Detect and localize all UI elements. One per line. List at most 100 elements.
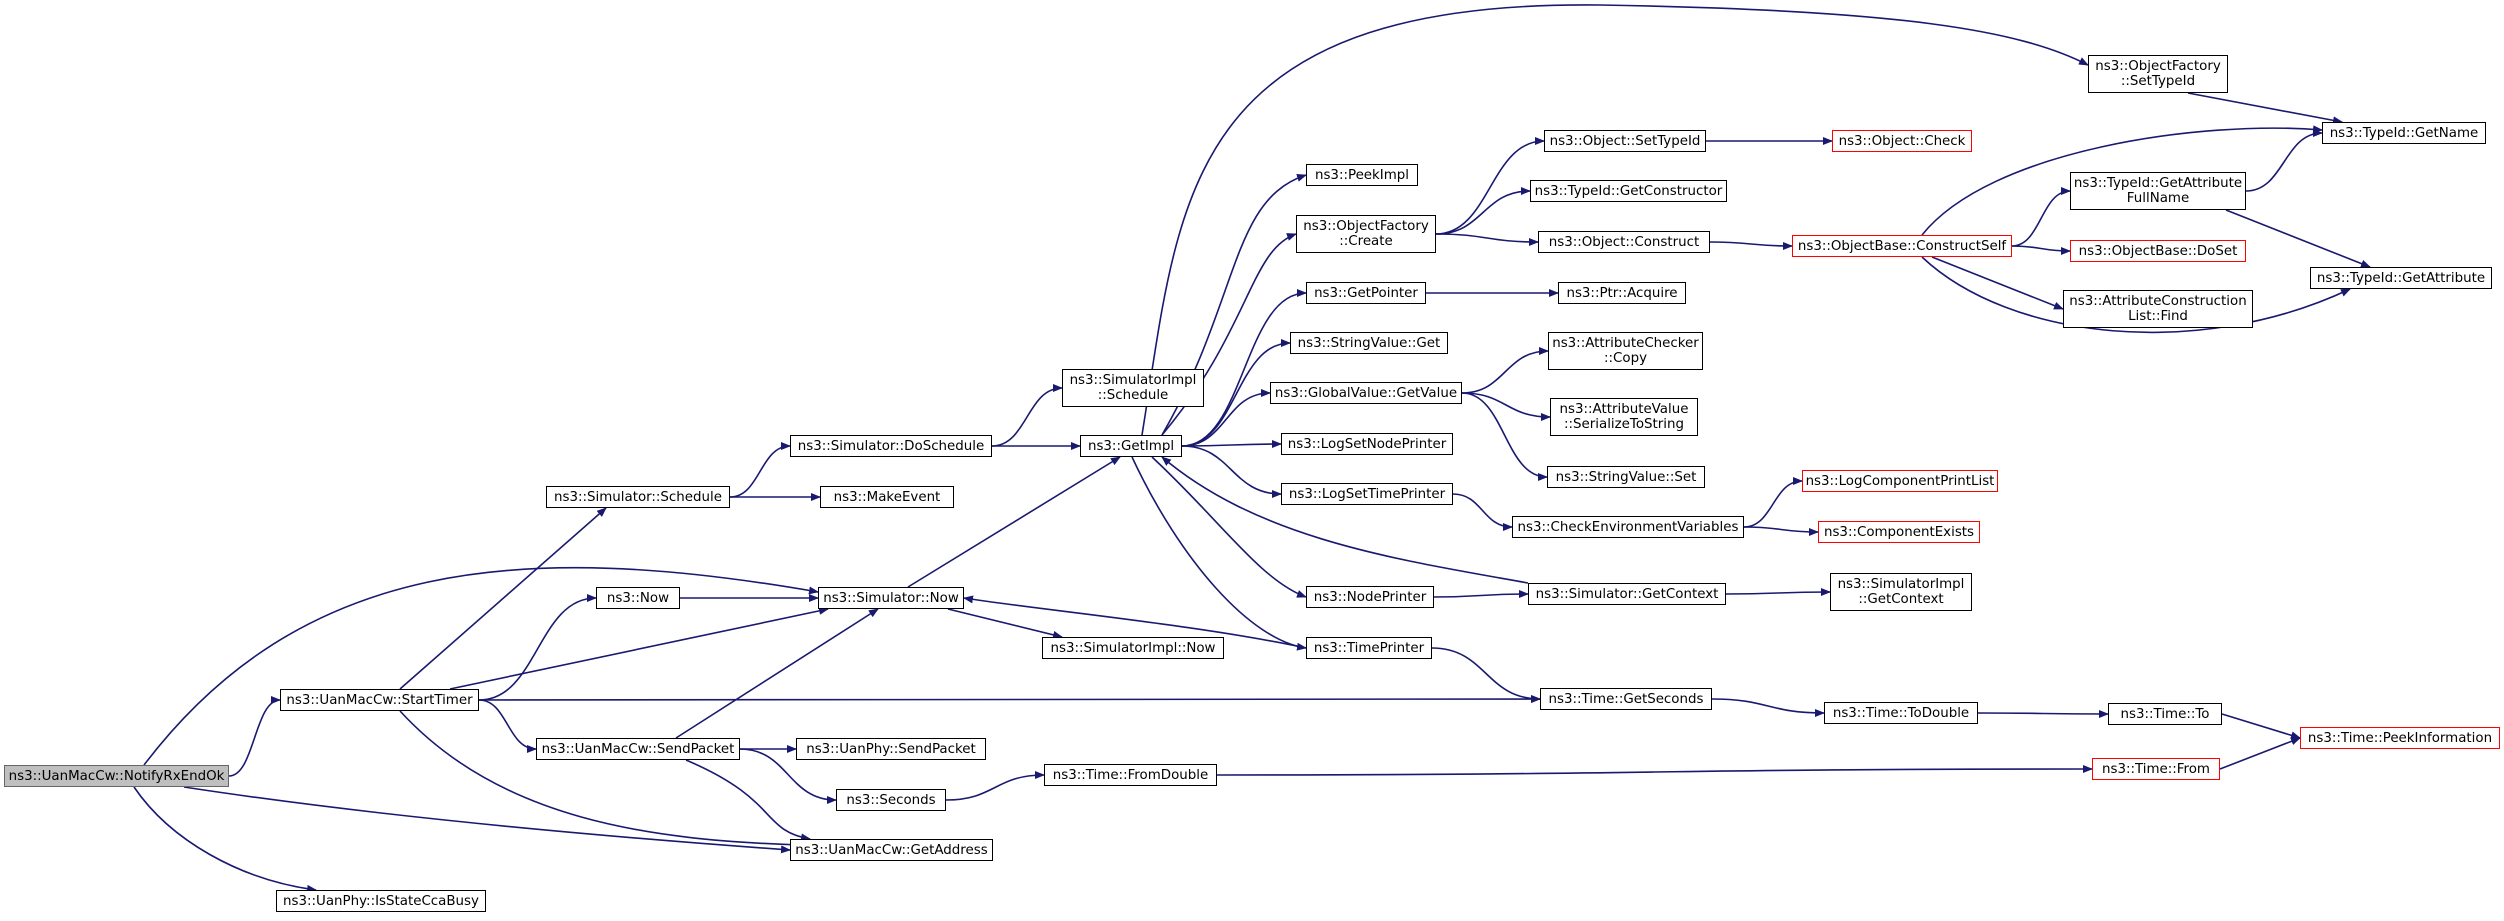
edge-ofcreate-to-tiget-constructor (1435, 187, 1531, 235)
edge-start-timer-to-send-packet (478, 699, 537, 753)
node-get-pointer[interactable]: ns3::GetPointer (1306, 282, 1426, 304)
node-get-impl[interactable]: ns3::GetImpl (1080, 435, 1182, 457)
node-label: ::Create (1339, 234, 1393, 249)
edge-sim-do-schedule-to-sim-impl-schedule (991, 384, 1063, 447)
node-label: ns3::UanMacCw::SendPacket (541, 741, 735, 757)
node-log-set-time-printer[interactable]: ns3::LogSetTimePrinter (1281, 483, 1453, 505)
node-from-double[interactable]: ns3::Time::FromDouble (1044, 764, 1217, 786)
node-label: ns3::Simulator::GetContext (1535, 586, 1719, 602)
node-obj-set-type-id[interactable]: ns3::Object::SetTypeId (1544, 130, 1706, 152)
node-seconds[interactable]: ns3::Seconds (836, 789, 946, 811)
node-avserialize[interactable]: ns3::AttributeValue::SerializeToString (1550, 398, 1698, 436)
node-label: ns3::ObjectBase::ConstructSelf (1797, 238, 2007, 254)
edge-send-packet-to-get-address (685, 759, 811, 842)
node-label: ns3::SimulatorImpl (1069, 373, 1197, 388)
edge-time-printer-to-sim-now (963, 595, 1307, 649)
node-label: ns3::Simulator::Now (823, 590, 959, 606)
node-string-value-set[interactable]: ns3::StringValue::Set (1547, 466, 1705, 488)
node-component-exists[interactable]: ns3::ComponentExists (1818, 521, 1980, 543)
node-accopy[interactable]: ns3::AttributeChecker::Copy (1548, 332, 1703, 370)
node-time-peek-info[interactable]: ns3::Time::PeekInformation (2300, 727, 2500, 749)
node-string-value-get[interactable]: ns3::StringValue::Get (1290, 332, 1448, 354)
node-get-address[interactable]: ns3::UanMacCw::GetAddress (790, 839, 993, 861)
node-make-event[interactable]: ns3::MakeEvent (820, 486, 954, 508)
node-node-printer[interactable]: ns3::NodePrinter (1306, 586, 1434, 608)
node-start-timer[interactable]: ns3::UanMacCw::StartTimer (280, 689, 479, 711)
node-label: ns3::AttributeValue (1559, 402, 1689, 417)
node-check-env-vars[interactable]: ns3::CheckEnvironmentVariables (1512, 516, 1744, 538)
node-log-set-node-printer[interactable]: ns3::LogSetNodePrinter (1281, 433, 1453, 455)
edge-sim-now-to-get-impl (907, 456, 1121, 588)
node-time-from[interactable]: ns3::Time::From (2092, 758, 2220, 780)
node-label: ::Copy (1604, 351, 1647, 366)
node-sim-impl-now[interactable]: ns3::SimulatorImpl::Now (1042, 637, 1224, 659)
edge-start-timer-to-get-address (399, 710, 801, 849)
edge-tiget-attr-full-name-to-tiget-attribute (2225, 209, 2371, 268)
node-sim-impl-schedule[interactable]: ns3::SimulatorImpl::Schedule (1062, 369, 1204, 407)
node-label: ns3::TypeId::GetConstructor (1534, 183, 1723, 199)
node-obj-check[interactable]: ns3::Object::Check (1832, 130, 1972, 152)
edge-sim-now-to-sim-impl-now (947, 608, 1063, 639)
edge-start-timer-to-ns3-now (478, 594, 597, 701)
node-obconstruct-self[interactable]: ns3::ObjectBase::ConstructSelf (1792, 235, 2012, 257)
node-label: ns3::GetImpl (1087, 438, 1175, 454)
node-sim-impl-get-context[interactable]: ns3::SimulatorImpl::GetContext (1830, 573, 1972, 611)
node-label: ns3::Simulator::DoSchedule (797, 438, 985, 454)
node-ofset-type-id[interactable]: ns3::ObjectFactory::SetTypeId (2088, 55, 2228, 93)
call-edges (133, 4, 2371, 893)
edge-ofset-type-id-to-tiget-name (2187, 92, 2343, 125)
node-tiget-attribute[interactable]: ns3::TypeId::GetAttribute (2310, 267, 2492, 289)
node-time-to[interactable]: ns3::Time::To (2108, 703, 2222, 725)
edge-get-impl-to-log-set-time-printer (1181, 445, 1282, 498)
node-time-to-double[interactable]: ns3::Time::ToDouble (1824, 702, 1978, 724)
node-phy-send-packet[interactable]: ns3::UanPhy::SendPacket (796, 738, 986, 760)
node-obdo-set[interactable]: ns3::ObjectBase::DoSet (2070, 240, 2246, 262)
edge-notify-rx-end-ok-to-start-timer (228, 696, 281, 777)
node-is-state-cca-busy[interactable]: ns3::UanPhy::IsStateCcaBusy (276, 890, 486, 912)
edge-notify-rx-end-ok-to-sim-now (143, 566, 819, 766)
node-label: ns3::TypeId::GetName (2329, 125, 2479, 141)
node-tiget-constructor[interactable]: ns3::TypeId::GetConstructor (1530, 180, 1727, 202)
node-label: ns3::StringValue::Set (1555, 469, 1697, 485)
node-tiget-name[interactable]: ns3::TypeId::GetName (2322, 122, 2486, 144)
node-label: ns3::ObjectBase::DoSet (2078, 243, 2238, 259)
node-gvget-value[interactable]: ns3::GlobalValue::GetValue (1270, 382, 1462, 404)
edge-obj-construct-to-obconstruct-self (1709, 241, 1793, 250)
edge-ofcreate-to-obj-construct (1435, 233, 1539, 246)
edge-get-impl-to-node-printer (1151, 456, 1307, 598)
node-label: ns3::Ptr::Acquire (1566, 285, 1678, 301)
node-sim-now[interactable]: ns3::Simulator::Now (818, 587, 964, 609)
node-obj-construct[interactable]: ns3::Object::Construct (1538, 231, 1710, 253)
node-ofcreate[interactable]: ns3::ObjectFactory::Create (1296, 215, 1436, 253)
node-label: FullName (2126, 191, 2190, 206)
node-sim-do-schedule[interactable]: ns3::Simulator::DoSchedule (790, 435, 992, 457)
edge-sim-get-context-to-get-impl (1161, 456, 1529, 584)
node-label: ns3::Time::FromDouble (1052, 767, 1209, 783)
node-label: ns3::CheckEnvironmentVariables (1517, 519, 1739, 535)
edge-sim-schedule-to-sim-do-schedule (729, 442, 791, 498)
node-sim-get-context[interactable]: ns3::Simulator::GetContext (1528, 583, 1726, 605)
node-label: ns3::Time::PeekInformation (2307, 730, 2493, 746)
edge-obconstruct-self-to-tiget-attr-full-name (2011, 187, 2071, 247)
edge-obconstruct-self-to-obdo-set (2011, 245, 2071, 255)
node-log-comp-print-list[interactable]: ns3::LogComponentPrintList (1802, 470, 1998, 492)
edge-get-impl-to-log-set-node-printer (1181, 440, 1282, 449)
edge-notify-rx-end-ok-to-is-state-cca-busy (133, 786, 317, 893)
edge-time-to-double-to-time-to (1977, 709, 2109, 718)
node-ptr-acquire[interactable]: ns3::Ptr::Acquire (1558, 282, 1686, 304)
edge-gvget-value-to-string-value-set (1461, 392, 1548, 481)
node-label: ::GetContext (1858, 592, 1944, 607)
node-label: ns3::UanMacCw::GetAddress (795, 842, 988, 858)
node-time-printer[interactable]: ns3::TimePrinter (1306, 637, 1432, 659)
node-peek-impl[interactable]: ns3::PeekImpl (1306, 164, 1418, 186)
node-send-packet[interactable]: ns3::UanMacCw::SendPacket (536, 738, 740, 760)
node-ns3-now[interactable]: ns3::Now (596, 587, 680, 609)
node-time-get-seconds[interactable]: ns3::Time::GetSeconds (1540, 688, 1712, 710)
edge-ofcreate-to-obj-set-type-id (1435, 137, 1545, 235)
node-label: ns3::GlobalValue::GetValue (1274, 385, 1458, 401)
node-label: ::Schedule (1097, 388, 1169, 403)
node-sim-schedule[interactable]: ns3::Simulator::Schedule (546, 486, 730, 508)
